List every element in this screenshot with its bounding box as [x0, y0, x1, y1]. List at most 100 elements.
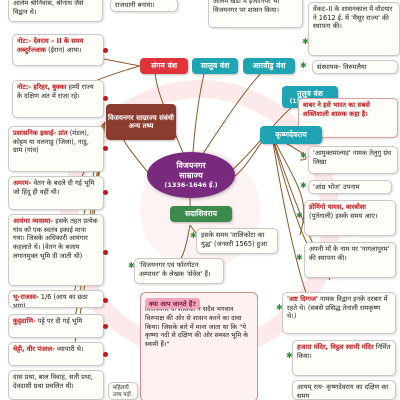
branch-sadashivaraya: सदाशिवराय	[170, 206, 232, 222]
info-box-ayangar: आयंगर व्यवस्था- इसके तहत प्रत्येक गांव क…	[8, 214, 104, 286]
star-pin-icon: ✱	[190, 231, 197, 240]
info-box-mysore: वेंकट–II के शासनकाल में वोडयार ने 1612 ई…	[308, 2, 400, 56]
note-box-harihara-bukka: नोट:- हरिहर, बुक्का हम्पी राज्य के दक्षि…	[12, 80, 104, 118]
star-pin-icon: ✱	[296, 211, 303, 220]
info-box-admin-units-text: (मंडल), कोट्टम या वलनाडु (जिला), नाडु, ग…	[13, 129, 89, 155]
info-box-admin-units-highlight: प्रशासनिक इकाई- प्रांत	[13, 129, 68, 137]
star-pin-icon: ✱	[302, 37, 309, 46]
info-box-aravidu-rule-text: आलम खेडा में इंजीनियर भी विजयनगर पर शासन…	[213, 0, 280, 14]
connector-dot	[103, 190, 108, 195]
info-box-domingo-paes-text: (पुर्तगाली) इसके समय आए।	[309, 211, 378, 220]
center-node-vijayanagara: विजयनगर साम्राज्य (1336–1646 ई.)	[147, 152, 235, 198]
center-title-line1: विजयनगर	[176, 160, 206, 170]
info-box-hazara-temple: हजारा मंदिर, विट्ठल स्वामी मंदिर निर्मित…	[292, 340, 396, 376]
star-pin-icon: ✱	[300, 151, 307, 160]
note-box-abdur-razzaq: नोट:- देवराय – II के समय अब्दुर्रज्जाक (…	[12, 34, 104, 66]
info-box-chetti-text: व्यापारी थे।	[56, 345, 84, 353]
note-box-harihara-bukka-highlight: नोट:- हरिहर, बुक्का	[17, 83, 67, 91]
connector-dot	[103, 324, 108, 329]
info-box-babur-highlight: बाबर ने इसे भारत का सबसे शक्तिशाली शासक …	[303, 101, 371, 118]
info-box-aravidu-rule: आलम खेडा में इंजीनियर भी विजयनगर पर शासन…	[208, 0, 303, 28]
info-box-amuktamalyada-text: 'आमुक्तमाल्यद' नामक तेलुगु ग्रंथ लिखा	[313, 149, 392, 166]
branch-krishnadevaraya-label: कृष्णदेवराय	[275, 130, 307, 140]
star-pin-icon: ✱	[128, 261, 135, 270]
did-you-know-box: विजयनगर के शासकों ने सदैव भगवान विरुपाक्…	[140, 292, 258, 400]
dynasty-sangam: संगम वंश	[140, 58, 188, 74]
info-box-ayam-raya-text: आयम् राय- कृष्णदेवराय का दक्षिण का समय	[297, 383, 389, 400]
connector-dot	[103, 96, 108, 101]
dynasty-sangam-label: संगम वंश	[151, 61, 177, 71]
info-box-founder-text: संस्थापक- तिरुमलैया	[317, 63, 367, 71]
info-box-talikota-text: इसके समय 'तालिकोटा का युद्ध' (जनवरी 1565…	[201, 231, 267, 248]
info-box-chetti: चेट्टी, वीर पंजाल- व्यापारी थे।	[8, 342, 104, 366]
info-box-hazara-temple-highlight: हजारा मंदिर, विट्ठल स्वामी मंदिर	[297, 343, 374, 351]
info-box-capital: राजधानी बनाया।	[110, 0, 178, 12]
info-box-ashtadiggaja-highlight: 'अष्ट दिग्गज'	[287, 295, 318, 303]
center-title-line2: साम्राज्य	[179, 170, 203, 180]
info-box-andhra-bhoja: 'आंध्र भोज' उपनाम	[308, 180, 392, 194]
info-box-amuktamalyada: 'आमुक्तमाल्यद' नामक तेलुगु ग्रंथ लिखा	[308, 146, 398, 174]
connector-dot	[103, 298, 108, 303]
info-box-land-revenue: भू-राजस्व- 1/6 (आय का छठा भाग)	[8, 290, 104, 308]
info-box-sewell: 'विजयनगर एवं फॉरगोटन अम्पायर' के लेखक 'स…	[134, 258, 224, 284]
info-box-land-revenue-text: 1/6 (आय का छठा भाग)	[13, 293, 88, 308]
info-box-sewell-text: 'विजयनगर एवं फॉरगोटन अम्पायर' के लेखक 'स…	[139, 261, 211, 278]
info-box-talikota: इसके समय 'तालिकोटा का युद्ध' (जनवरी 1565…	[196, 228, 278, 254]
info-box-ayam-raya: आयम् राय- कृष्णदेवराय का दक्षिण का समय	[292, 380, 396, 400]
info-box-chetti-highlight: चेट्टी, वीर पंजाल-	[13, 345, 55, 353]
info-box-ayangar-highlight: आयंगर व्यवस्था-	[13, 217, 54, 225]
star-pin-icon: ✱	[300, 61, 307, 70]
info-box-scholars-text: आलेम श्रीनिवास, श्रीनाथ जैसे विद्वान थे।	[13, 0, 84, 16]
info-box-women-text: महिलाएँ उच्च पदों पर नियुक्त होती थीं।	[113, 385, 131, 399]
connector-dot	[103, 146, 108, 151]
connector-dot	[103, 352, 108, 357]
dynasty-tuluva-label: तुलुव वंश	[297, 88, 323, 98]
star-pin-icon: ✱	[286, 351, 293, 360]
info-box-ashtadiggaja: 'अष्ट दिग्गज' नामक विद्वान इनके दरबार मे…	[282, 292, 396, 334]
note-box-abdur-razzaq-text: (ईरान) आया।	[48, 45, 82, 54]
info-box-admin-units: प्रशासनिक इकाई- प्रांत (मंडल), कोट्टम या…	[8, 126, 104, 172]
branch-misc-facts-label: विजयनगर साम्राज्य संबंधी अन्य तथ्य	[108, 113, 174, 130]
dynasty-saluva-label: सालुव वंश	[200, 61, 230, 71]
info-box-social-practices: दास प्रथा, बाल विवाह, सती प्रथा, देवदासी…	[8, 370, 104, 400]
branch-sadashivaraya-label: सदाशिवराय	[185, 209, 217, 219]
branch-misc-facts: विजयनगर साम्राज्य संबंधी अन्य तथ्य	[106, 104, 176, 140]
info-box-babur: बाबर ने इसे भारत का सबसे शक्तिशाली शासक …	[298, 98, 398, 138]
info-box-ayangar-text: इसके तहत प्रत्येक गांव को एक स्वतंत्र इक…	[13, 217, 98, 260]
branch-krishnadevaraya: कृष्णदेवराय	[260, 126, 322, 144]
star-pin-icon: ✱	[276, 303, 283, 312]
did-you-know-label-text: क्या आप जानते हैं?	[149, 300, 197, 308]
info-box-mysore-text: वेंकट–II के शासनकाल में वोडयार ने 1612 ई…	[313, 5, 393, 31]
star-pin-icon: ✱	[300, 181, 307, 190]
info-box-kuttadani-text: पट्टे पर दी गई भूमि	[37, 317, 83, 325]
star-pin-icon: ✱	[296, 253, 303, 262]
info-box-nagalapuram-text: अपनी माँ के नाम पर 'नागलापुरम' की स्थापन…	[309, 245, 390, 262]
info-box-scholars: आलेम श्रीनिवास, श्रीनाथ जैसे विद्वान थे।	[8, 0, 103, 22]
info-box-ashtadiggaja-text: नामक विद्वान इनके दरबार में रहते थे। (सब…	[287, 295, 388, 321]
dynasty-aravidu-label: आरवीडु वंश	[252, 61, 286, 71]
info-box-amaram-highlight: अमरम-	[13, 179, 32, 187]
connector-dot	[103, 250, 108, 255]
connector-dot	[103, 48, 108, 53]
info-box-hazara-temple-text: निर्मित किया।	[297, 343, 391, 360]
info-box-capital-text: राजधानी बनाया।	[115, 1, 155, 9]
info-box-women: महिलाएँ उच्च पदों पर नियुक्त होती थीं।	[108, 382, 138, 400]
info-box-amaram-text: वेतन के बदले दी गई भूमि जो हिंदू ही वहीं…	[13, 179, 95, 196]
center-years: (1336–1646 ई.)	[164, 180, 218, 189]
info-box-founder: संस्थापक- तिरुमलैया	[312, 60, 398, 74]
info-box-social-practices-text: दास प्रथा, बाल विवाह, सती प्रथा, देवदासी…	[13, 373, 93, 390]
dynasty-aravidu: आरवीडु वंश	[243, 58, 295, 74]
dynasty-saluva: सालुव वंश	[192, 58, 238, 74]
info-box-domingo-paes-highlight: डोमिंगो पायस, बारबोसा	[309, 203, 366, 211]
note-box-abdur-razzaq-highlight: नोट:- देवराय – II के समय अब्दुर्रज्जाक	[17, 37, 84, 54]
info-box-kuttadani: कुट्टदाणि- पट्टे पर दी गई भूमि	[8, 314, 104, 338]
note-box-harihara-bukka-text: हम्पी राज्य के दक्षिण अंत में राजा रहे।	[17, 83, 94, 100]
info-box-nagalapuram: अपनी माँ के नाम पर 'नागलापुरम' की स्थापन…	[304, 242, 396, 278]
info-box-kuttadani-highlight: कुट्टदाणि-	[13, 317, 36, 325]
did-you-know-text: विजयनगर के शासकों ने सदैव भगवान विरुपाक्…	[145, 305, 249, 349]
info-box-amaram: अमरम- वेतन के बदले दी गई भूमि जो हिंदू ह…	[8, 176, 104, 210]
info-box-domingo-paes: डोमिंगो पायस, बारबोसा (पुर्तगाली) इसके स…	[304, 200, 396, 236]
did-you-know-label: क्या आप जानते हैं?	[145, 298, 201, 309]
info-box-land-revenue-highlight: भू-राजस्व-	[13, 293, 39, 301]
